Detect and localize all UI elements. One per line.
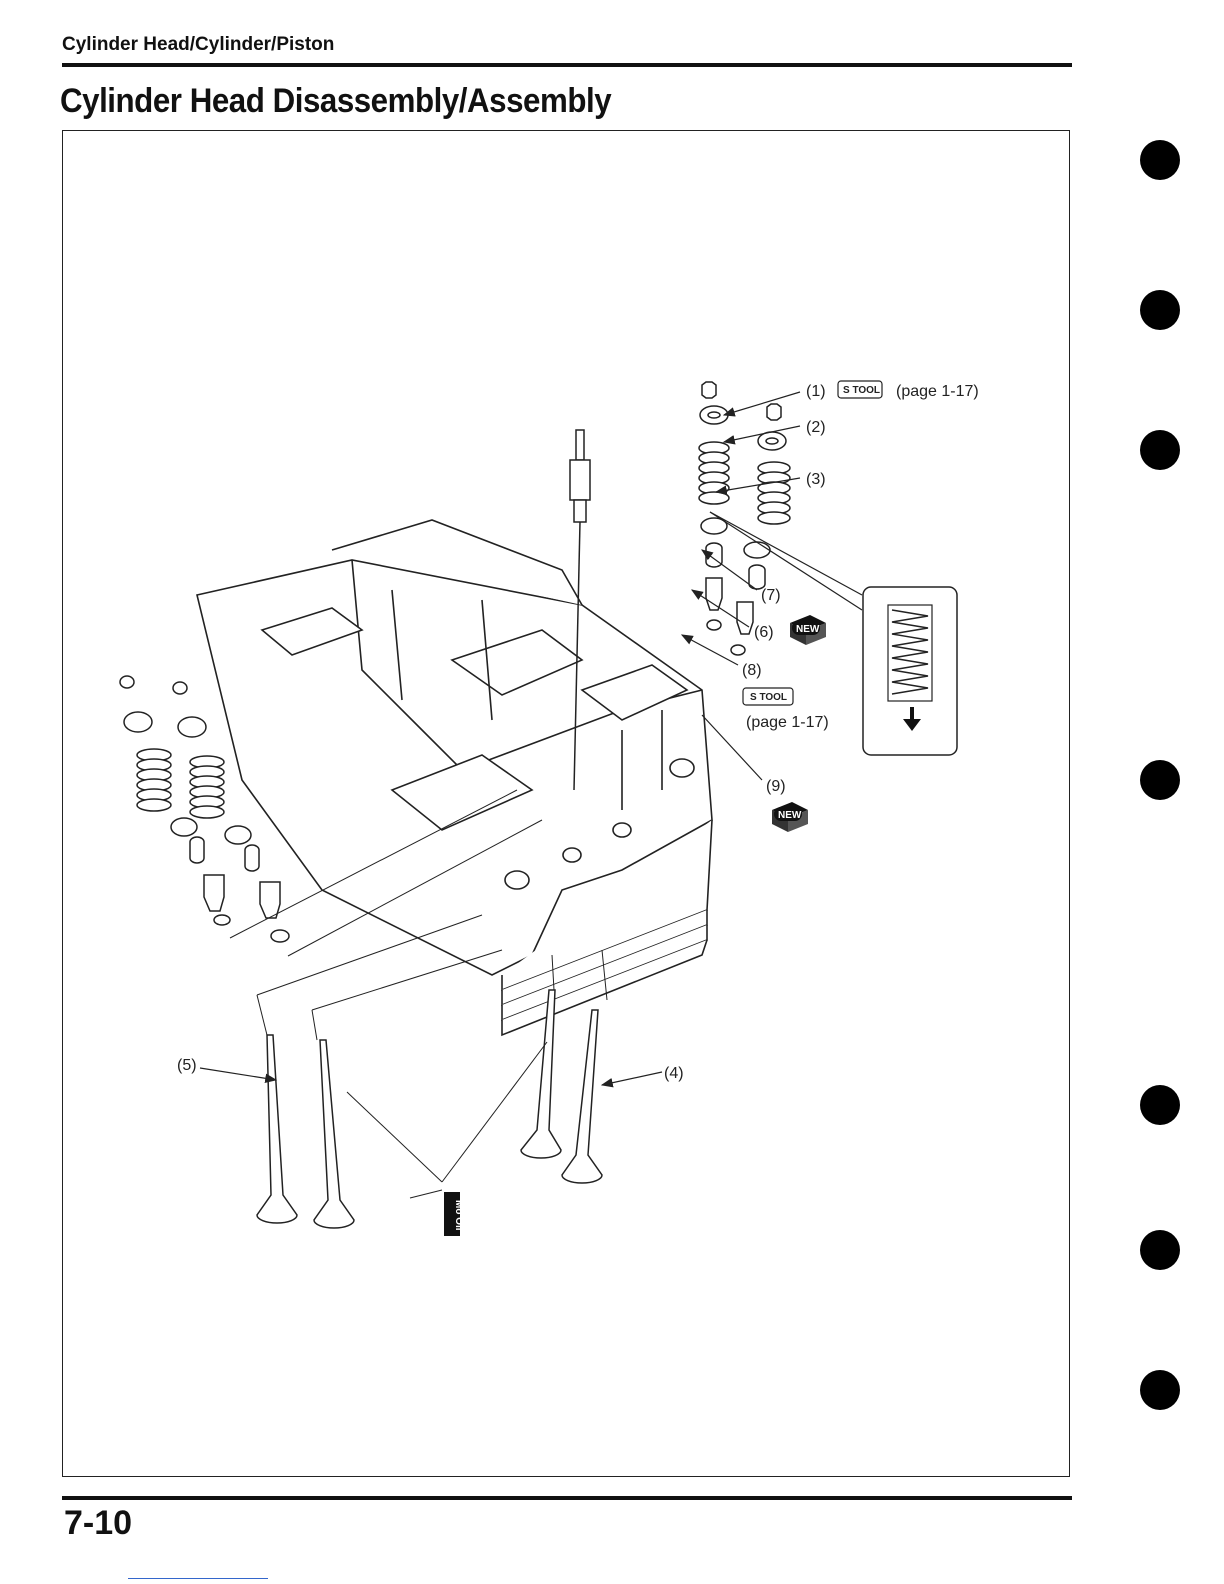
callout-7: (7) [761,587,781,604]
section-header: Cylinder Head/Cylinder/Piston [62,34,334,56]
valve-spring [699,442,729,504]
spring-direction-inset [863,587,957,755]
footer-rule [62,1496,1072,1500]
oil-leader-lines [347,1042,547,1198]
valve-stack-right [699,382,790,655]
valves [257,990,602,1228]
cylinder-head [197,520,712,1035]
callout-2: (2) [806,419,826,436]
callout-5: (5) [177,1057,197,1074]
exploded-diagram: (1) S TOOL (page 1-17) (2) (3) (7) (6) N… [62,130,1070,1477]
binder-hole-5 [1140,1085,1180,1125]
special-tool-badge-2: S TOOL [743,688,793,705]
callout-9: (9) [766,778,786,795]
header-rule [62,63,1072,67]
special-tool-badge: S TOOL [838,381,882,398]
binder-hole-4 [1140,760,1180,800]
callout-1-reference: (page 1-17) [896,383,979,400]
new-part-label-2: NEW [778,810,802,821]
mo-oil-label: Mo Oil [453,1200,464,1231]
callout-8-reference: (page 1-17) [746,714,829,731]
callout-3: (3) [806,471,826,488]
binder-hole-2 [1140,290,1180,330]
binder-hole-1 [1140,140,1180,180]
new-part-label: NEW [796,624,820,635]
callout-6: (6) [754,624,774,641]
new-part-badge-2: NEW [772,802,808,832]
special-tool-label-2: S TOOL [750,692,787,703]
bottom-link-underline [128,1578,268,1579]
callout-4: (4) [664,1065,684,1082]
page-number: 7-10 [64,1504,132,1543]
callout-8: (8) [742,662,762,679]
callout-1: (1) [806,383,826,400]
mo-oil-badge: Mo Oil [444,1192,464,1236]
binder-hole-3 [1140,430,1180,470]
binder-hole-7 [1140,1370,1180,1410]
new-part-badge: NEW [790,615,826,645]
binder-hole-6 [1140,1230,1180,1270]
page-title: Cylinder Head Disassembly/Assembly [60,82,611,121]
special-tool-label: S TOOL [843,385,880,396]
